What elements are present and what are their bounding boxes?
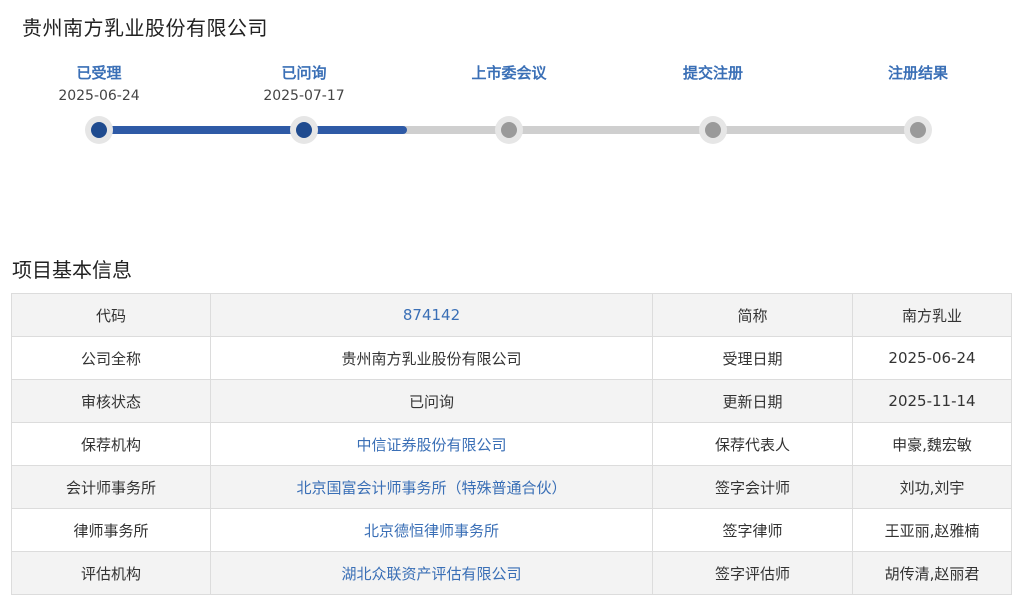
step-label: 已受理 [76,64,122,82]
field-label-short-name: 简称 [652,293,853,337]
table-row: 会计师事务所 北京国富会计师事务所（特殊普通合伙） 签字会计师 刘功,刘宇 [11,465,1012,509]
step-node-pending [501,122,517,138]
table-row: 保荐机构 中信证券股份有限公司 保荐代表人 申豪,魏宏敏 [11,422,1012,466]
step-label: 已问询 [281,64,327,82]
field-label-signing-appraiser: 签字评估师 [652,551,853,595]
field-label-full-name: 公司全称 [11,336,211,380]
step-node-pending [705,122,721,138]
short-name-value: 南方乳业 [852,293,1012,337]
table-row: 代码 874142 简称 南方乳业 [11,293,1012,337]
signing-appraiser-value: 胡传清,赵丽君 [852,551,1012,595]
sponsor-rep-value: 申豪,魏宏敏 [852,422,1012,466]
accounting-firm-link[interactable]: 北京国富会计师事务所（特殊普通合伙） [210,465,653,509]
table-row: 律师事务所 北京德恒律师事务所 签字律师 王亚丽,赵雅楠 [11,508,1012,552]
step-label: 注册结果 [887,64,948,82]
timeline-step-listing-committee: 上市委会议 [419,62,599,84]
signing-lawyer-value: 王亚丽,赵雅楠 [852,508,1012,552]
code-link[interactable]: 874142 [210,293,653,337]
law-firm-link[interactable]: 北京德恒律师事务所 [210,508,653,552]
timeline-step-inquired: 已问询 2025-07-17 [214,62,394,106]
field-label-accounting-firm: 会计师事务所 [11,465,211,509]
appraisal-firm-link[interactable]: 湖北众联资产评估有限公司 [210,551,653,595]
section-title: 项目基本信息 [12,258,132,282]
field-label-accept-date: 受理日期 [652,336,853,380]
field-label-sponsor: 保荐机构 [11,422,211,466]
step-date: 2025-07-17 [263,88,345,104]
step-node-pending [910,122,926,138]
table-row: 审核状态 已问询 更新日期 2025-11-14 [11,379,1012,423]
field-label-appraisal-firm: 评估机构 [11,551,211,595]
step-node-done [296,122,312,138]
field-label-code: 代码 [11,293,211,337]
review-status-value: 已问询 [210,379,653,423]
step-date: 2025-06-24 [58,88,140,104]
sponsor-link[interactable]: 中信证券股份有限公司 [210,422,653,466]
accept-date-value: 2025-06-24 [852,336,1012,380]
field-label-sponsor-rep: 保荐代表人 [652,422,853,466]
field-label-law-firm: 律师事务所 [11,508,211,552]
progress-timeline: 已受理 2025-06-24 已问询 2025-07-17 上市委会议 提交注册… [0,0,1024,200]
step-node-done [91,122,107,138]
table-row: 公司全称 贵州南方乳业股份有限公司 受理日期 2025-06-24 [11,336,1012,380]
field-label-signing-lawyer: 签字律师 [652,508,853,552]
timeline-step-accepted: 已受理 2025-06-24 [9,62,189,106]
full-name-value: 贵州南方乳业股份有限公司 [210,336,653,380]
signing-accountant-value: 刘功,刘宇 [852,465,1012,509]
step-label: 上市委会议 [471,64,547,82]
step-label: 提交注册 [682,64,743,82]
field-label-review-status: 审核状态 [11,379,211,423]
table-row: 评估机构 湖北众联资产评估有限公司 签字评估师 胡传清,赵丽君 [11,551,1012,595]
project-info-table: 代码 874142 简称 南方乳业 公司全称 贵州南方乳业股份有限公司 受理日期… [11,293,1012,595]
timeline-track-done [99,126,407,134]
update-date-value: 2025-11-14 [852,379,1012,423]
timeline-step-registration-result: 注册结果 [828,62,1008,84]
company-title: 贵州南方乳业股份有限公司 [22,16,268,40]
field-label-update-date: 更新日期 [652,379,853,423]
timeline-step-submit-registration: 提交注册 [623,62,803,84]
field-label-signing-accountant: 签字会计师 [652,465,853,509]
